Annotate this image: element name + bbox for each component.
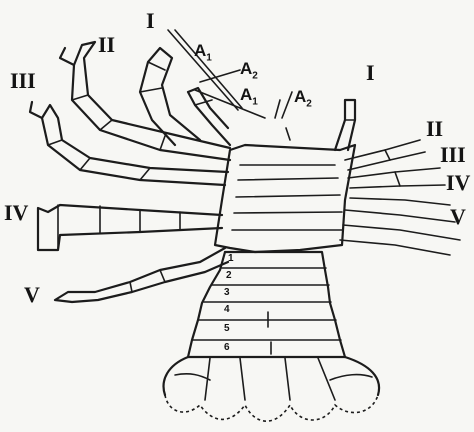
label-right-leg-4: IV (446, 172, 470, 194)
label-right-leg-3: III (440, 144, 466, 166)
abdomen (188, 252, 345, 357)
tail-fan (164, 357, 380, 421)
label-segment-1: 1 (228, 254, 234, 264)
right-leg-I (335, 100, 355, 150)
label-antenna-a2-upper: A2 (240, 60, 258, 81)
label-segment-3: 3 (224, 288, 230, 298)
label-segment-6: 6 (224, 343, 230, 353)
label-left-leg-5: V (24, 284, 40, 306)
label-right-leg-5: V (450, 206, 466, 228)
label-right-leg-2: II (426, 118, 443, 140)
thoracic-sternites (232, 165, 343, 230)
label-segment-4: 4 (224, 305, 230, 315)
label-segment-2: 2 (226, 271, 232, 281)
label-left-leg-2: II (98, 34, 115, 56)
label-left-leg-3: III (10, 70, 36, 92)
carapace-outline (215, 145, 355, 252)
right-antennae (275, 92, 292, 140)
label-antenna-a1-upper: A1 (194, 42, 212, 63)
left-leg-III (30, 102, 228, 185)
left-leg-V (55, 248, 228, 302)
label-antenna-a2-lower: A2 (294, 88, 312, 109)
label-segment-5: 5 (224, 324, 230, 334)
label-right-leg-1: I (366, 62, 375, 84)
label-antenna-a1-lower: A1 (240, 86, 258, 107)
left-leg-IV (38, 205, 222, 250)
label-left-leg-1: I (146, 10, 155, 32)
label-left-leg-4: IV (4, 202, 28, 224)
